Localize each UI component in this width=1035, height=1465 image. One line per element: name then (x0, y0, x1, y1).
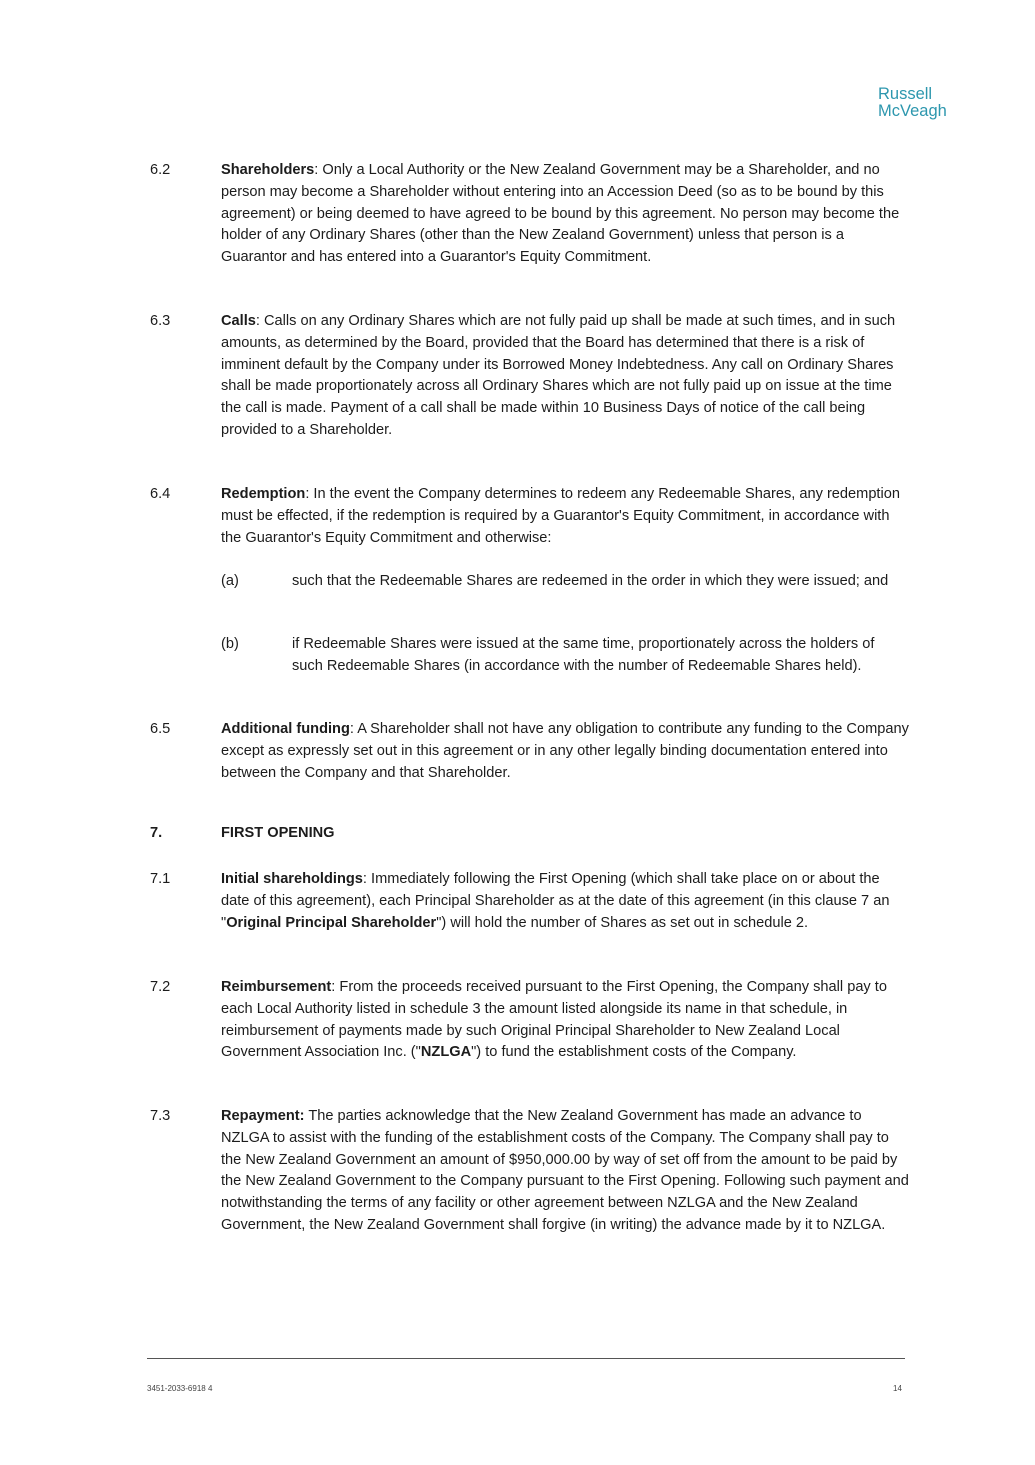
clause-title: Redemption (221, 486, 306, 502)
clause-number: 6.3 (150, 313, 171, 329)
clause-text: : In the event the Company determines to… (221, 486, 900, 546)
clause-number: 6.2 (150, 162, 171, 178)
subclause-label: (a) (221, 573, 239, 589)
subclause-text: if Redeemable Shares were issued at the … (292, 636, 875, 674)
section-title: FIRST OPENING (221, 825, 335, 841)
subclause-label: (b) (221, 636, 239, 652)
clause-title: Shareholders (221, 162, 315, 178)
clause-title: Repayment: (221, 1108, 305, 1124)
defined-term: NZLGA (420, 1044, 472, 1061)
page-number: 14 (893, 1384, 902, 1393)
footer-divider (147, 1358, 905, 1359)
clause-number: 7.3 (150, 1108, 171, 1124)
clause-text: : Immediately following the First Openin… (221, 871, 890, 931)
defined-term: Original Principal Shareholder (226, 914, 437, 931)
subclause-text: such that the Redeemable Shares are rede… (292, 573, 889, 589)
clause-body: Reimbursement: From the proceeds receive… (221, 977, 911, 1064)
clause-text: The parties acknowledge that the New Zea… (221, 1108, 909, 1233)
logo-line-2: McVeagh (878, 102, 947, 120)
clause-number: 6.5 (150, 721, 171, 737)
clause-title: Calls (221, 313, 256, 329)
clause-title: Initial shareholdings (221, 871, 363, 887)
clause-text-end: ") to fund the establishment costs of th… (471, 1044, 797, 1061)
clause-body: Calls: Calls on any Ordinary Shares whic… (221, 311, 911, 442)
clause-body: Shareholders: Only a Local Authority or … (221, 160, 911, 269)
logo-line-1: Russell (878, 85, 933, 103)
clause-body: Initial shareholdings: Immediately follo… (221, 869, 911, 934)
clause-body: Redemption: In the event the Company det… (221, 484, 911, 549)
section-number: 7. (150, 825, 163, 841)
russell-mcveagh-logo: Russell McVeagh (878, 86, 947, 120)
clause-title: Additional funding (221, 721, 350, 737)
clause-text: : Calls on any Ordinary Shares which are… (221, 313, 896, 438)
clause-text: : From the proceeds received pursuant to… (221, 979, 887, 1061)
clause-number: 6.4 (150, 486, 171, 502)
clause-title: Reimbursement (221, 979, 332, 995)
clause-number: 7.1 (150, 871, 171, 887)
clause-body: Additional funding: A Shareholder shall … (221, 719, 911, 784)
clause-number: 7.2 (150, 979, 171, 995)
clause-body: Repayment: The parties acknowledge that … (221, 1106, 911, 1237)
document-reference: 3451-2033-6918 4 (147, 1384, 213, 1393)
clause-text-end: ") will hold the number of Shares as set… (436, 914, 809, 931)
clause-text: : A Shareholder shall not have any oblig… (221, 721, 909, 781)
clause-text: : Only a Local Authority or the New Zeal… (221, 162, 900, 266)
